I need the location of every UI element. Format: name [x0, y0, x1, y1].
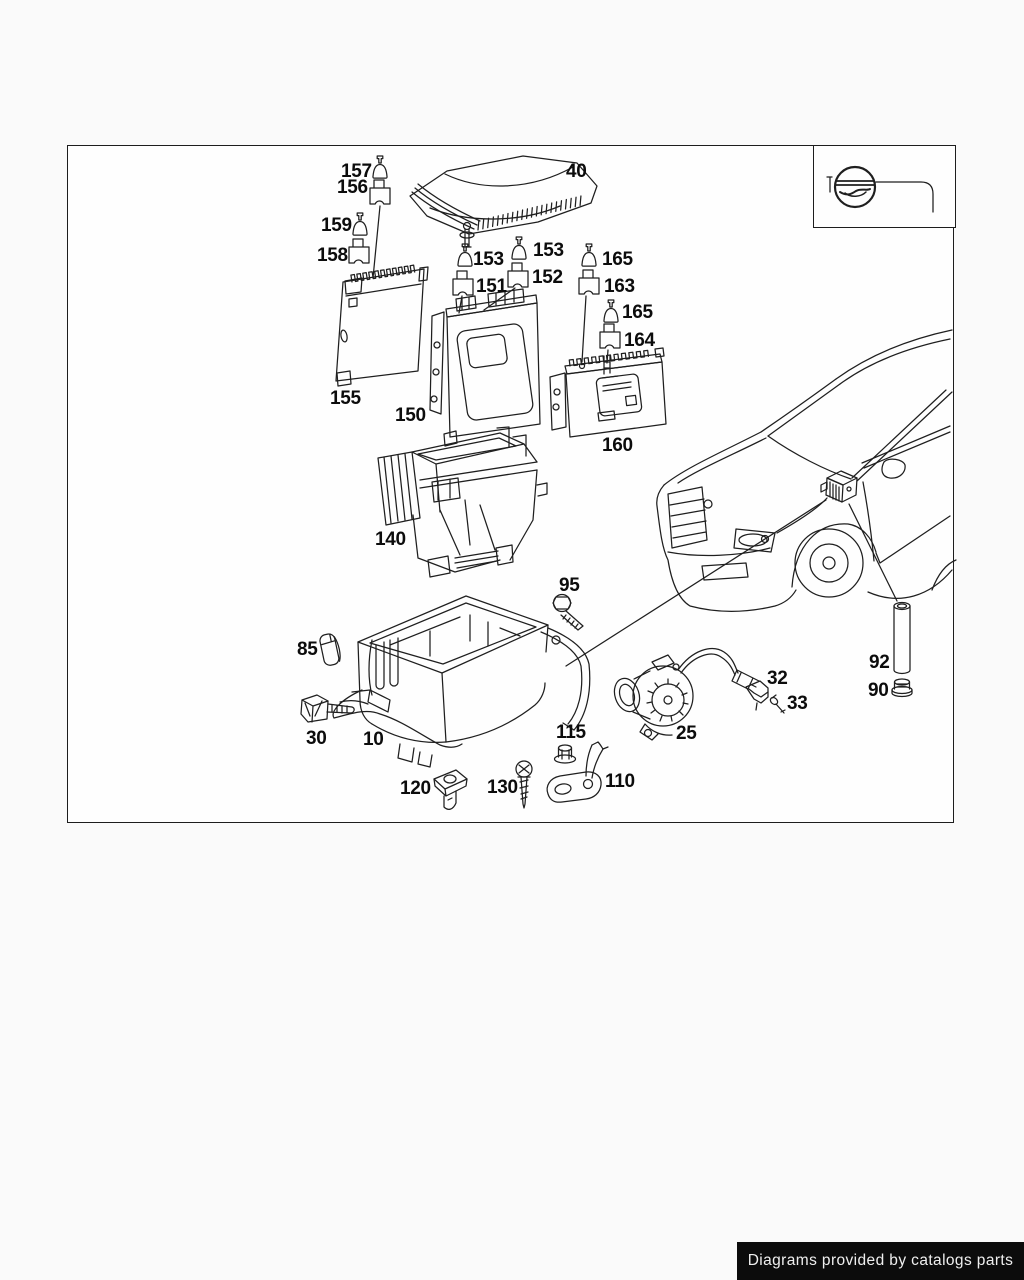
part-32-bracket-drawing	[746, 681, 768, 710]
part-10-control-unit-box-drawing	[333, 596, 590, 767]
callout-130: 130	[487, 777, 518, 798]
part-110-bracket-drawing	[547, 742, 608, 802]
pin-153-icon	[458, 244, 472, 266]
callout-10: 10	[363, 729, 384, 750]
part-90-nut-drawing	[892, 679, 912, 697]
callout-159: 159	[321, 215, 352, 236]
callout-165-b: 165	[622, 302, 653, 323]
part-40-cover-drawing	[410, 156, 597, 247]
pin-icons	[353, 156, 618, 322]
callout-25: 25	[676, 723, 697, 744]
part-150-control-unit-drawing	[430, 289, 540, 446]
callout-33: 33	[787, 693, 808, 714]
callout-150: 150	[395, 405, 426, 426]
callout-40: 40	[566, 161, 587, 182]
part-155-control-unit-drawing	[336, 265, 428, 386]
vehicle-outline-drawing	[657, 330, 956, 611]
callout-158: 158	[317, 245, 348, 266]
watermark-bar: Diagrams provided by catalogs parts	[737, 1242, 1024, 1280]
callout-153-b: 153	[533, 240, 564, 261]
cap-151-icon	[453, 271, 473, 295]
callout-90: 90	[868, 680, 889, 701]
cap-152-icon	[508, 263, 528, 287]
part-95-bolt-drawing	[553, 595, 583, 631]
pin-165-icon	[582, 244, 596, 266]
part-33-screw-drawing	[769, 695, 785, 713]
pin-165-icon	[604, 300, 618, 322]
pin-157-icon	[373, 156, 387, 178]
pin-153-icon	[512, 237, 526, 259]
callout-110: 110	[605, 771, 635, 792]
cap-156-icon	[370, 180, 390, 204]
cap-163-icon	[579, 270, 599, 294]
part-85-cover-drawing	[319, 632, 342, 666]
instrument-panel-pictogram-icon	[827, 167, 933, 212]
watermark-text: Diagrams provided by catalogs parts	[747, 1252, 1014, 1269]
callout-155: 155	[330, 388, 361, 409]
installed-unit-location	[821, 471, 857, 502]
pin-159-icon	[353, 213, 367, 235]
callout-30: 30	[306, 728, 327, 749]
callout-151: 151	[476, 276, 507, 297]
diagram-frame	[67, 145, 954, 823]
part-160-control-module-drawing	[550, 348, 666, 437]
part-115-nut-drawing	[555, 745, 576, 763]
callout-156: 156	[337, 177, 368, 198]
part-130-screw-drawing	[516, 761, 532, 808]
callout-157: 157	[341, 161, 372, 182]
callout-165-a: 165	[602, 249, 633, 270]
callout-32: 32	[767, 668, 788, 689]
cap-164-icon	[600, 324, 620, 348]
legend-box	[813, 145, 956, 228]
part-120-clip-drawing	[434, 770, 467, 809]
callout-115: 115	[556, 722, 586, 743]
callout-85: 85	[297, 639, 318, 660]
cap-158-icon	[349, 239, 369, 263]
callout-164: 164	[624, 330, 655, 351]
part-25-horn-drawing	[610, 649, 759, 740]
part-140-carrier-drawing	[378, 427, 547, 577]
callout-163: 163	[604, 276, 635, 297]
callout-160: 160	[602, 435, 633, 456]
callout-140: 140	[375, 529, 406, 550]
callout-120: 120	[400, 778, 431, 799]
callout-95: 95	[559, 575, 580, 596]
callout-152: 152	[532, 267, 563, 288]
cap-icons	[349, 180, 620, 348]
part-30-screw-drawing	[301, 695, 354, 722]
callout-92: 92	[869, 652, 890, 673]
part-92-sleeve-drawing	[894, 603, 910, 674]
callout-153-a: 153	[473, 249, 504, 270]
location-leader-lines	[566, 500, 897, 666]
